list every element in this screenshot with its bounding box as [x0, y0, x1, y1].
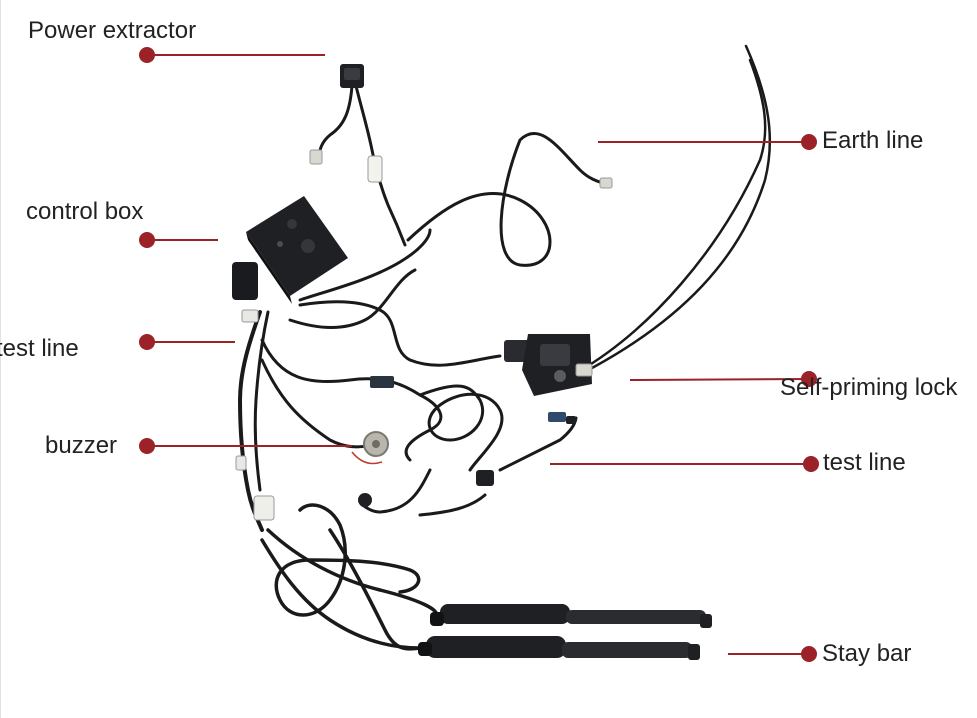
- cable-clip: [235, 455, 247, 471]
- connector-end: [566, 416, 576, 424]
- main-trunk-2: [253, 310, 270, 492]
- connector-blue: [370, 376, 394, 388]
- connector-white: [253, 495, 275, 521]
- stay-bar-cable-2: [260, 538, 422, 650]
- stay-bar-upper: [430, 604, 712, 628]
- label-power-extractor: Power extractor: [28, 17, 197, 44]
- label-test-line-right: test line: [823, 449, 906, 476]
- callout-dot-self-priming-lock: [801, 371, 817, 387]
- harness-upper: [298, 228, 432, 302]
- earth-line-cable: [406, 132, 608, 267]
- callout-dot-control-box: [139, 232, 155, 248]
- control-box: [232, 196, 348, 323]
- ring-terminal: [309, 149, 323, 165]
- callout-dot-buzzer: [139, 438, 155, 454]
- harness-to-lock: [298, 300, 502, 367]
- label-stay-bar: Stay bar: [822, 640, 912, 667]
- stay-bar-lower: [418, 636, 700, 660]
- sensor-branch: [260, 338, 443, 462]
- callout-dot-test-line-left: [139, 334, 155, 350]
- stay-bar-cable-loop: [274, 503, 421, 617]
- harness-mid: [288, 268, 417, 329]
- callout-dot-earth-line: [801, 134, 817, 150]
- callout-dot-power-extractor: [139, 47, 155, 63]
- stay-bar-cable-loop-2: [328, 528, 422, 651]
- lock-wire-long-2: [590, 44, 772, 370]
- fuse-holder: [367, 155, 383, 183]
- lock-wire-long-1: [576, 58, 767, 374]
- callout-dot-stay-bar: [801, 646, 817, 662]
- connector-black: [476, 470, 494, 486]
- label-control-box: control box: [26, 198, 144, 225]
- power-extractor-plug: [340, 64, 364, 88]
- buzzer-device: [351, 431, 389, 465]
- self-priming-lock: [504, 334, 593, 396]
- callouts: [139, 47, 819, 662]
- label-earth-line: Earth line: [822, 127, 924, 154]
- label-self-priming-lock: Self-priming lock: [780, 374, 958, 401]
- callout-dot-test-line-right: [803, 456, 819, 472]
- connector-branch-2: [418, 493, 487, 517]
- connector-blue-2: [548, 412, 566, 422]
- connector-round: [358, 493, 372, 507]
- stay-bar-cable-1: [266, 528, 439, 618]
- callout-line-self-priming-lock: [629, 378, 810, 381]
- cable-harness: [238, 44, 772, 651]
- power-lead-1: [316, 84, 354, 162]
- buzzer-branch: [260, 358, 372, 449]
- test-line-right-cable: [498, 416, 578, 472]
- label-test-line-left: test line: [0, 335, 79, 362]
- coil-branch: [418, 384, 504, 472]
- earth-terminal: [599, 177, 613, 189]
- connector-branch: [360, 468, 432, 514]
- label-buzzer: buzzer: [45, 432, 118, 459]
